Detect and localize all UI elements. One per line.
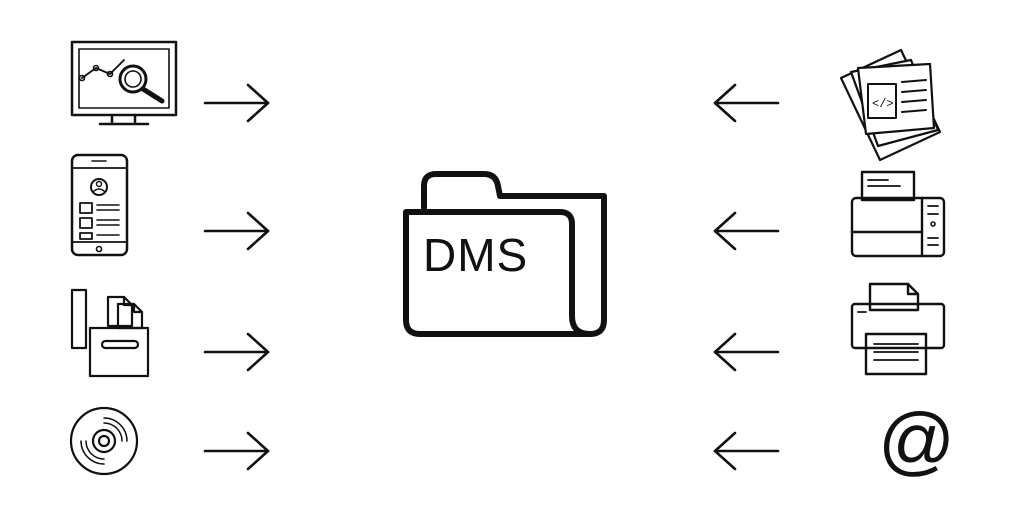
email-at-icon: @ xyxy=(878,398,955,483)
monitor-analytics-icon xyxy=(70,40,178,126)
arrow-right-icon xyxy=(203,332,270,372)
folder-label: DMS xyxy=(423,229,528,281)
paper-archive-box-icon xyxy=(70,288,150,378)
mobile-phone-icon xyxy=(70,153,129,257)
printer-icon xyxy=(850,282,946,376)
arrow-left-icon xyxy=(713,211,780,251)
arrow-right-icon xyxy=(203,211,270,251)
fax-machine-icon xyxy=(850,170,946,258)
arrow-left-icon xyxy=(713,83,780,123)
arrow-left-icon xyxy=(713,332,780,372)
svg-text:</>: </> xyxy=(872,97,894,111)
code-documents-icon: </> xyxy=(839,48,942,162)
arrow-left-icon xyxy=(713,431,780,471)
arrow-right-icon xyxy=(203,431,270,471)
folder-icon xyxy=(403,171,607,337)
arrow-right-icon xyxy=(203,83,270,123)
cd-disc-icon xyxy=(69,406,139,476)
